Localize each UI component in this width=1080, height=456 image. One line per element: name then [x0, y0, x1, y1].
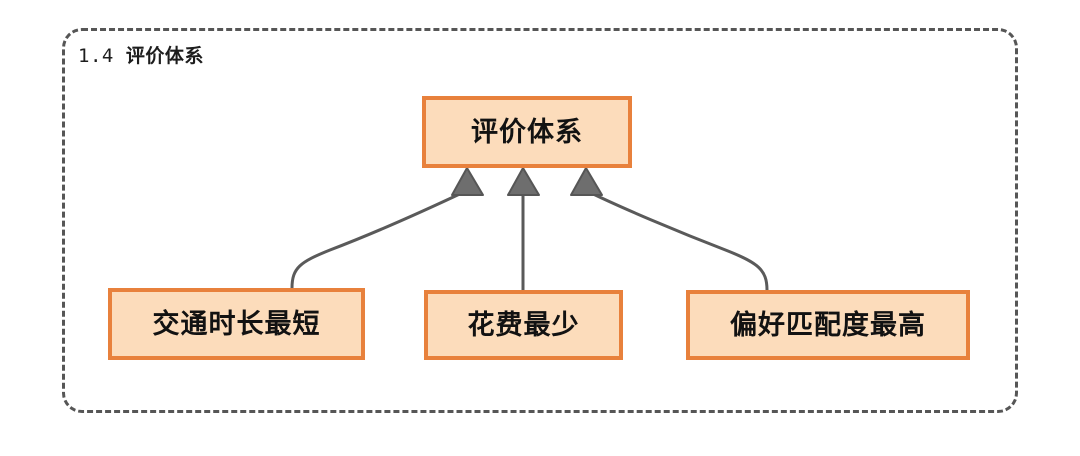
edge-time-to-root: [290, 190, 466, 290]
arrowhead-pref: [570, 167, 603, 196]
arrowhead-cost: [507, 167, 540, 196]
group-container-frame: [62, 28, 1018, 413]
edge-pref-to-root: [587, 190, 769, 292]
node-cost-label: 花费最少: [467, 309, 580, 341]
node-highest-preference-match[interactable]: 偏好匹配度最高: [686, 290, 970, 360]
node-root-evaluation-system[interactable]: 评价体系: [422, 96, 632, 168]
node-lowest-cost[interactable]: 花费最少: [424, 290, 623, 360]
node-pref-label: 偏好匹配度最高: [730, 309, 926, 341]
group-title-text: 评价体系: [125, 45, 204, 67]
node-root-label: 评价体系: [471, 116, 583, 148]
node-shortest-travel-time[interactable]: 交通时长最短: [108, 288, 365, 360]
arrowhead-time: [451, 167, 484, 196]
group-title: 1.4 评价体系: [72, 42, 212, 70]
node-time-label: 交通时长最短: [152, 308, 321, 340]
group-number: 1.4: [78, 45, 114, 67]
